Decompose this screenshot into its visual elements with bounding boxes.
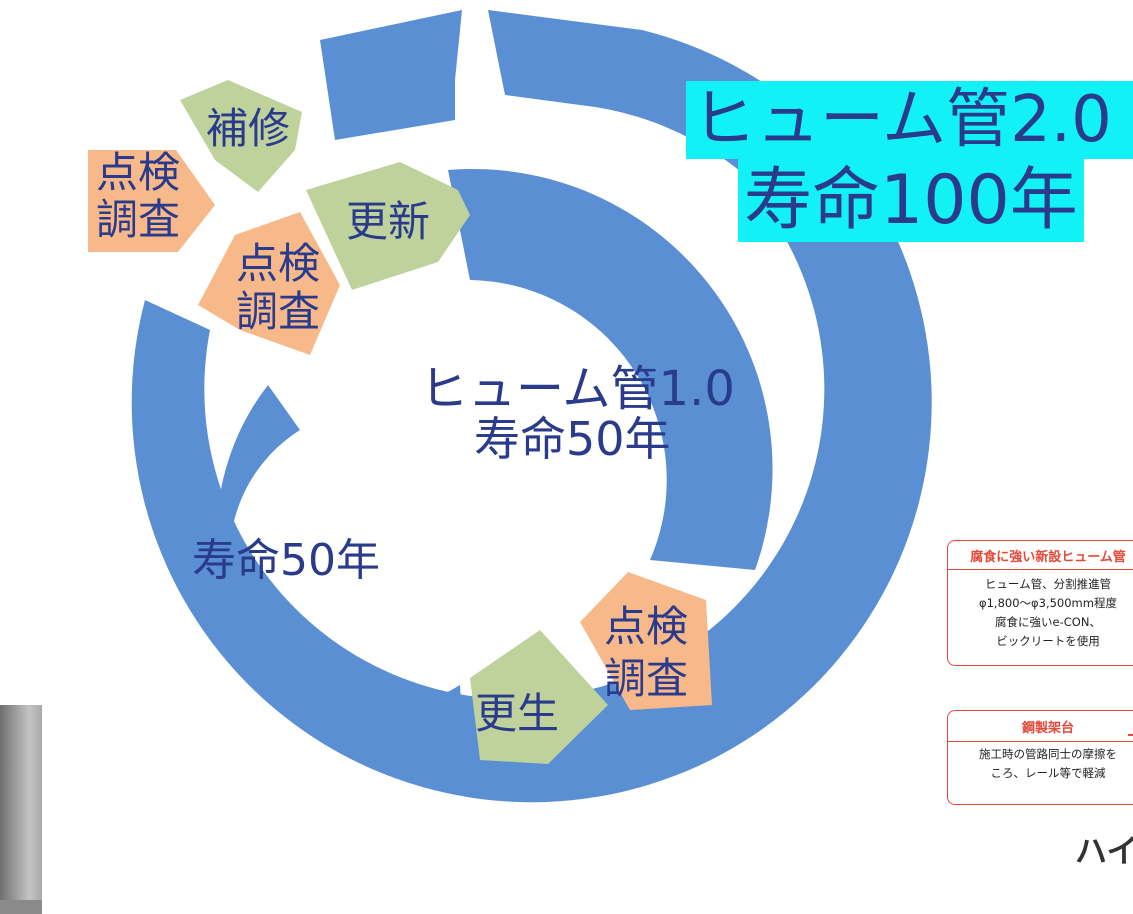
card-connector-line — [1128, 734, 1133, 736]
inspection-block-lower-right — [580, 572, 712, 710]
info-card-steel-frame: 鋼製架台 施工時の管路同士の摩擦を ころ、レール等で軽減 — [947, 710, 1133, 805]
inner-ring-arc-lower — [216, 385, 465, 781]
center-label-line2: 寿命50年 — [474, 412, 671, 466]
inspection-inner-label-line2: 調査 — [236, 287, 320, 336]
title-line1: ヒューム管2.0 — [686, 81, 1133, 159]
update-block — [306, 162, 470, 290]
inspection-inner-label-line1: 点検 — [236, 239, 320, 288]
inner-ring-arc-upper — [448, 168, 773, 570]
info-card-line: φ1,800〜φ3,500mm程度 — [979, 596, 1117, 610]
inspection-lower-label-line2: 調査 — [604, 654, 688, 703]
repair-block — [180, 80, 302, 192]
title-line2: 寿命100年 — [738, 159, 1084, 242]
outer-ring-arc-main — [131, 138, 932, 803]
inspection-block-inner — [198, 212, 340, 355]
rehab-label: 更生 — [475, 689, 559, 738]
inspection-block-outer-topleft — [88, 150, 215, 252]
inspection-outer-label-line1: 点検 — [96, 148, 180, 197]
info-card-line: ヒューム管、分割推進管 — [984, 577, 1112, 591]
cut-off-heading: ハイ — [1075, 832, 1133, 870]
update-label: 更新 — [346, 197, 430, 246]
inner-lifespan-label: 寿命50年 — [192, 535, 380, 586]
info-card-new-pipe: 腐食に強い新設ヒューム管 ヒューム管、分割推進管 φ1,800〜φ3,500mm… — [947, 540, 1133, 666]
center-label-line1: ヒューム管1.0 — [420, 361, 735, 417]
info-card-line: 腐食に強いe-CON、 — [995, 615, 1101, 629]
info-card-line: 施工時の管路同士の摩擦を — [979, 747, 1117, 761]
repair-label: 補修 — [206, 104, 290, 153]
photo-fragment — [0, 705, 42, 914]
info-card-line: ころ、レール等で軽減 — [990, 766, 1106, 780]
info-card-line: ビックリートを使用 — [996, 634, 1100, 648]
inspection-lower-label-line1: 点検 — [604, 602, 688, 651]
rehab-block — [470, 630, 608, 764]
info-card-title: 鋼製架台 — [948, 711, 1133, 742]
outer-ring-arc-topleft — [320, 10, 462, 140]
inspection-outer-label-line2: 調査 — [96, 195, 180, 244]
info-card-body: 施工時の管路同士の摩擦を ころ、レール等で軽減 — [948, 741, 1133, 783]
info-card-title: 腐食に強い新設ヒューム管 — [948, 541, 1133, 570]
info-card-body: ヒューム管、分割推進管 φ1,800〜φ3,500mm程度 腐食に強いe-CON… — [948, 571, 1133, 651]
